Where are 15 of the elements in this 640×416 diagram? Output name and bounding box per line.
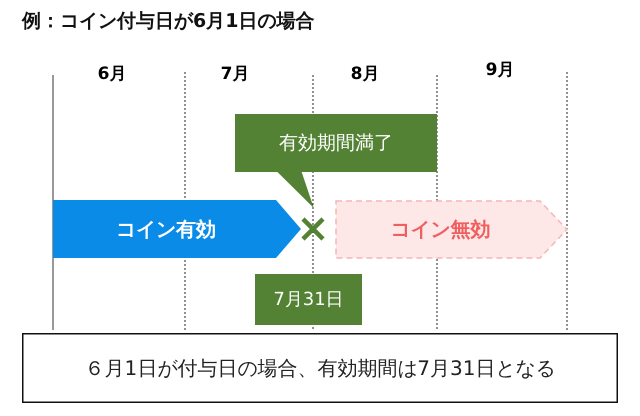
node-text: 有効期間満了: [278, 131, 394, 156]
arrow-shape: [335, 200, 568, 259]
node-text: 7月31日: [272, 288, 345, 312]
month-label: 9月: [484, 59, 516, 81]
month-label: 8月: [350, 63, 380, 85]
callout-box: [235, 114, 437, 208]
date-box: [255, 274, 362, 325]
month-label: 6月: [96, 63, 128, 85]
note-box: [22, 333, 618, 403]
month-label: 7月: [220, 63, 250, 85]
node-text: ６月1日が付与日の場合、有効期間は7月31日となる: [84, 355, 556, 382]
title: 例：コイン付与日が6月1日の場合: [22, 9, 314, 34]
node-text: コイン無効: [390, 216, 492, 243]
arrow-shape: [53, 200, 301, 258]
node-text: コイン有効: [115, 216, 217, 243]
